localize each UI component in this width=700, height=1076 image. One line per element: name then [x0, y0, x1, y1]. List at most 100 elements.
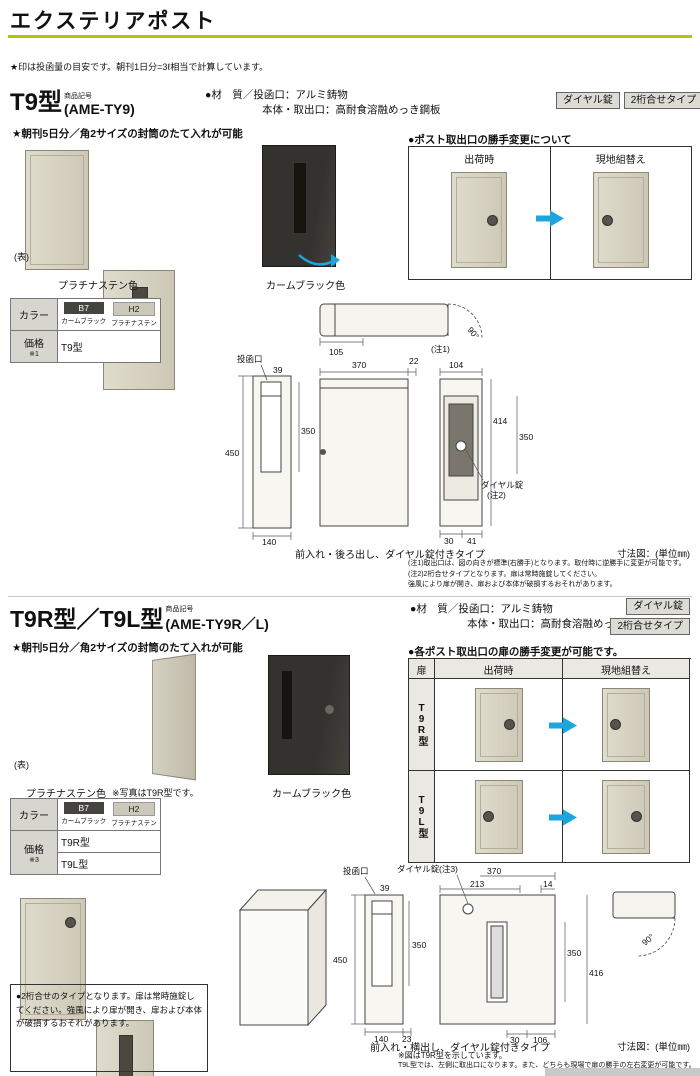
- dim-350b-label: 350: [567, 948, 581, 958]
- s1-top-view: [319, 303, 483, 339]
- mailbox-panel: [30, 155, 84, 265]
- s2-code-label: 商品記号: [165, 606, 194, 613]
- mail-slot: [119, 1035, 133, 1076]
- s1-material-line1: ●材 質／投函口：アルミ鋳物: [205, 89, 348, 101]
- dial-lock-ref: (注2): [487, 490, 506, 500]
- mailbox-illustration: [474, 779, 523, 854]
- mailbox-door: [607, 692, 645, 757]
- dim-350-label: 350: [301, 426, 315, 436]
- s2-badge-dial-lock: ダイヤル錠: [626, 598, 690, 615]
- s1-swap-shipped-col: 出荷時: [409, 147, 550, 279]
- s1-swap-box: 出荷時 現地組替え: [408, 146, 692, 280]
- dim-370-label: 370: [352, 360, 366, 370]
- dim-39-label: 39: [380, 883, 390, 893]
- t9r-row-text: T9R型: [416, 703, 427, 746]
- s2-swap-t9l-onsite: [563, 771, 690, 863]
- s1-swap-shipped-label: 出荷時: [464, 155, 495, 166]
- s1-rear-view: [439, 378, 483, 527]
- dim-350b-label: 350: [519, 432, 533, 442]
- s1-price-ref: ※1: [29, 351, 39, 358]
- s2-platinum-label: プラチナステン色: [26, 789, 106, 800]
- dim-106-label: 106: [533, 1035, 547, 1044]
- dial-knob: [487, 215, 499, 226]
- mailbox-door: [479, 692, 518, 757]
- s1-note-2: (注2)2桁合せタイプとなります。扉は常時施錠してください。: [408, 570, 602, 578]
- s2-price-header: 価格 ※3: [10, 830, 58, 875]
- s1-platinum-label: プラチナステン色: [58, 281, 138, 292]
- s2-swap-shipped-header: 出荷時: [435, 659, 563, 679]
- s1-badges: ダイヤル錠 2桁合せタイプ: [556, 92, 700, 109]
- dial-knob: [65, 917, 76, 928]
- s2-price-label: 価格: [24, 845, 44, 856]
- s2-front-tag: (表): [14, 760, 29, 770]
- s2-swap-row-t9l-label: T9L型: [409, 771, 435, 863]
- dim-14-label: 14: [543, 879, 553, 889]
- s2-badges: ダイヤル錠 2桁合せタイプ: [610, 598, 690, 635]
- dim-41-label: 41: [467, 536, 477, 546]
- s2-color-chips-cell: B7 カームブラック H2 プラチナステン: [57, 798, 161, 831]
- note1-ref-label: (注1): [431, 344, 450, 354]
- dial-knob: [503, 718, 515, 730]
- s2-photo-black: [268, 655, 350, 775]
- s2-heading: T9R型／T9L型 商品記号 (AME-TY9R／L): [10, 600, 269, 634]
- s1-swap-onsite-label: 現地組替え: [595, 155, 646, 166]
- s2-color-price-table: カラー B7 カームブラック H2 プラチナステン 価格 ※3: [10, 798, 161, 875]
- t9l-row-text: T9L型: [416, 795, 427, 838]
- s1-notes: (注1)取出口は、図の向きが標準(右勝手)となります。取付時に逆勝手に変更が可能…: [408, 559, 700, 591]
- s2-code: (AME-TY9R／L): [165, 616, 269, 632]
- dim-140-label: 140: [262, 537, 276, 546]
- dim-414-label: 414: [493, 416, 507, 426]
- s1-front-view: [252, 375, 292, 529]
- dial-lock-ref: (注3): [439, 864, 458, 874]
- s2-drawing-caption: 前入れ・横出し、ダイヤル錠付きタイプ: [370, 1043, 550, 1054]
- dial-knob: [601, 215, 613, 226]
- mail-slot: [281, 670, 293, 740]
- dim-39-label: 39: [273, 365, 283, 375]
- s2-top-view: [612, 891, 676, 957]
- s2-open-door: [152, 653, 196, 781]
- s2-note-box: ●2桁合せのタイプとなります。扉は常時施錠してください。強風により扉が開き、扉お…: [10, 984, 208, 1072]
- s2-side-body-view: [439, 894, 556, 1025]
- dial-knob: [610, 718, 621, 730]
- mailbox-illustration: [451, 172, 508, 268]
- s2-material: ●材 質／投函口：アルミ鋳物 本体・取出口：高耐食溶融めっき鋼板: [410, 602, 646, 632]
- s2-swap-table: 扉 出荷時 現地組替え T9R型 T9L型: [408, 658, 691, 863]
- s1-note-3: 強風により扉が開き、扉および本体が破損するおそれがあります。: [408, 581, 617, 588]
- dim-370-label: 370: [487, 866, 501, 876]
- s1-dimension-drawing: 90° 105 (注1) 投函口 39 450 350 140: [225, 303, 533, 546]
- s1-code: (AME-TY9): [64, 101, 135, 117]
- s2-badge-2digit: 2桁合せタイプ: [610, 618, 690, 635]
- s1-front-tag: (表): [14, 252, 29, 262]
- section-divider: [8, 596, 692, 597]
- dim-105-label: 105: [329, 347, 343, 357]
- s1-code-block: 商品記号 (AME-TY9): [64, 91, 135, 117]
- s2-photo-note: ※写真はT9R型です。: [112, 788, 199, 798]
- color-chip-h2-name: プラチナステン: [111, 820, 157, 827]
- dial-lock-label: ダイヤル錠: [481, 480, 524, 490]
- color-chip-b7-name: カームブラック: [61, 818, 107, 825]
- s1-photo-platinum-front: [25, 150, 89, 270]
- dial-lock-label: ダイヤル錠: [397, 864, 440, 874]
- color-chip-h2: H2: [112, 802, 155, 816]
- next-section-edge: [545, 1068, 700, 1076]
- s2-swap-t9r-shipped: [435, 679, 563, 771]
- s2-price-row-t9r: T9R型: [57, 830, 161, 853]
- s1-black-label: カームブラック色: [266, 281, 346, 292]
- rotate-arrow-icon: [298, 254, 340, 267]
- s1-drawing-caption: 前入れ・後ろ出し、ダイヤル錠付きタイプ: [295, 550, 485, 561]
- dial-knob: [324, 704, 335, 715]
- s2-feature: ★朝刊5日分／角2サイズの封筒のたて入れが可能: [12, 642, 243, 654]
- dim-450-label: 450: [333, 955, 347, 965]
- dim-90deg-label: 90°: [640, 932, 656, 948]
- page-title: エクステリアポスト: [10, 10, 217, 33]
- s2-price-row-t9l: T9L型: [57, 852, 161, 875]
- s2-swap-onsite-header: 現地組替え: [563, 659, 690, 679]
- dim-350-label: 350: [412, 940, 426, 950]
- s1-side-view: [319, 378, 409, 527]
- dim-450-label: 450: [225, 448, 239, 458]
- s1-badge-dial-lock: ダイヤル錠: [556, 92, 620, 109]
- s1-price-header: 価格 ※1: [10, 330, 58, 363]
- color-chip-h2-name: プラチナステン: [111, 320, 157, 327]
- s1-code-label: 商品記号: [64, 93, 93, 100]
- s1-model: T9型: [10, 89, 63, 116]
